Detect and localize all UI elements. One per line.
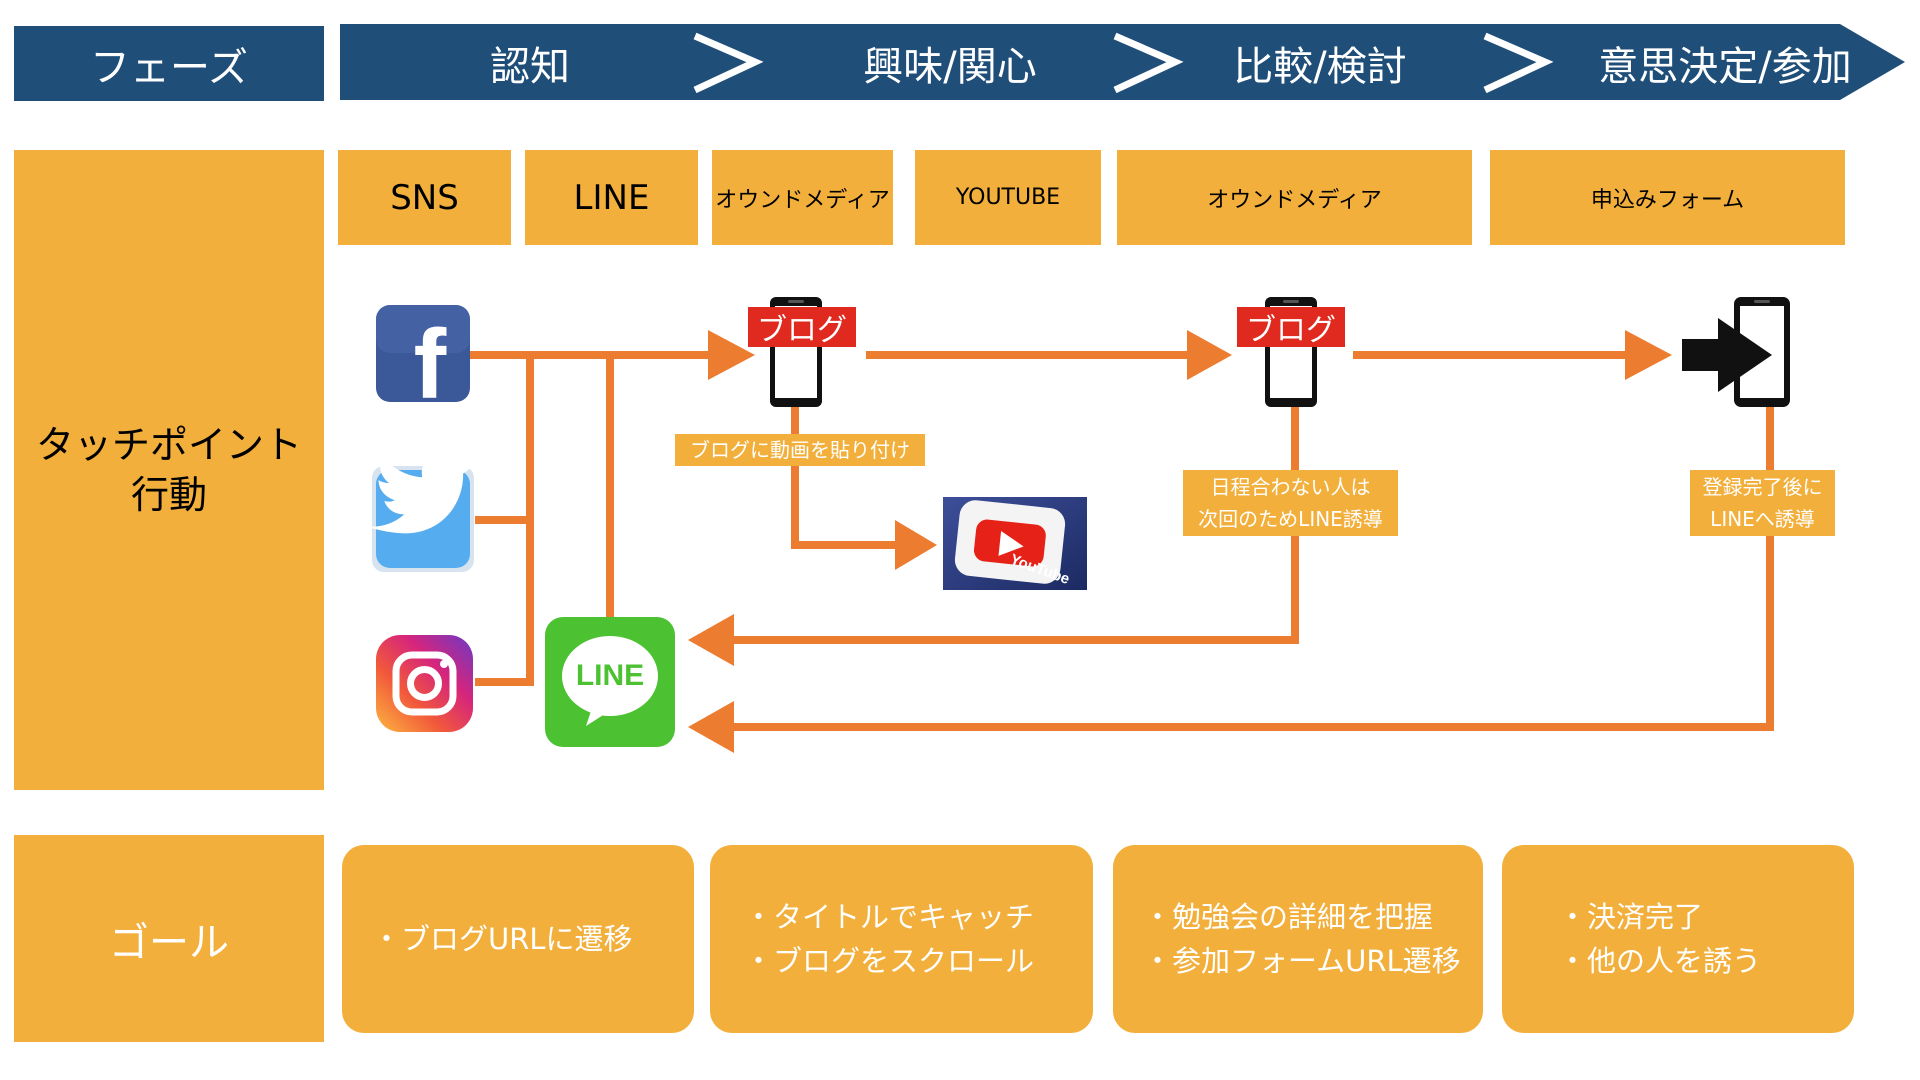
- goal-decision-item-1: ・決済完了: [1558, 900, 1704, 934]
- blog-badge-1: ブログ: [748, 307, 856, 348]
- form-entry-phone-icon: [1682, 297, 1790, 407]
- touchpoint-owned-media-1-text: オウンドメディア: [715, 187, 890, 213]
- arrow-blog1-to-youtube: [791, 405, 900, 549]
- phase-awareness-text: 認知: [490, 44, 570, 90]
- arrowhead-line-1: [688, 614, 734, 666]
- blog-badge-2-text: ブログ: [1246, 313, 1336, 348]
- twitter-icon: [362, 451, 475, 572]
- goal-interest-item-1: ・タイトルでキャッチ: [744, 900, 1035, 934]
- phase-comparison: 比較/検討: [1190, 30, 1450, 96]
- phase-separator-2: [1113, 32, 1184, 94]
- touchpoint-youtube: YOUTUBE: [915, 150, 1101, 245]
- goal-decision: ・決済完了 ・他の人を誘う: [1502, 845, 1854, 1033]
- phase-label-text: フェーズ: [90, 44, 248, 91]
- phase-label: フェーズ: [14, 26, 324, 101]
- arrowhead-line-2: [688, 701, 734, 753]
- line-logo-label: LINE: [575, 659, 645, 692]
- phase-separator-1: [693, 32, 764, 94]
- note-embed-video: ブログに動画を貼り付け: [675, 434, 925, 466]
- blog-badge-2: ブログ: [1237, 307, 1345, 348]
- touchpoint-label-line2: 行動: [130, 473, 207, 517]
- phase-interest-text: 興味/関心: [863, 44, 1037, 90]
- touchpoint-application-form-text: 申込みフォーム: [1590, 187, 1745, 213]
- phase-comparison-text: 比較/検討: [1233, 44, 1407, 90]
- phase-separator-3: [1483, 32, 1554, 94]
- touchpoint-application-form: 申込みフォーム: [1490, 150, 1845, 245]
- note-schedule: 日程合わない人は 次回のためLINE誘導: [1183, 470, 1398, 536]
- arrowhead-blog1: [708, 330, 755, 380]
- note-schedule-line1: 日程合わない人は: [1210, 475, 1371, 499]
- touchpoint-line: LINE: [525, 150, 698, 245]
- goal-interest: ・タイトルでキャッチ ・ブログをスクロール: [710, 845, 1093, 1033]
- arrowhead-blog2: [1187, 330, 1232, 380]
- touchpoint-youtube-text: YOUTUBE: [955, 185, 1061, 210]
- goal-interest-item-2: ・ブログをスクロール: [744, 944, 1035, 978]
- goal-comparison-item-1: ・勉強会の詳細を把握: [1143, 900, 1434, 934]
- facebook-icon: f: [376, 305, 470, 419]
- note-after-register: 登録完了後に LINEへ誘導: [1690, 470, 1835, 536]
- goal-comparison-item-2: ・参加フォームURL遷移: [1143, 944, 1461, 978]
- touchpoint-section-label: タッチポイント 行動: [14, 150, 324, 790]
- touchpoint-owned-media-1: オウンドメディア: [712, 150, 893, 245]
- line-logo-text: LINE: [562, 656, 658, 696]
- phase-arrow-shape: [340, 24, 1905, 100]
- note-after-register-line2: LINEへ誘導: [1710, 507, 1815, 531]
- goal-label-text: ゴール: [109, 919, 229, 966]
- phase-decision-text: 意思決定/参加: [1598, 44, 1852, 90]
- note-after-register-line1: 登録完了後に: [1702, 475, 1823, 499]
- svg-text:f: f: [414, 309, 447, 419]
- goal-section-label: ゴール: [14, 835, 324, 1042]
- note-schedule-line2: 次回のためLINE誘導: [1198, 507, 1383, 531]
- goal-decision-item-2: ・他の人を誘う: [1558, 944, 1762, 978]
- line-app-icon: [545, 617, 675, 747]
- touchpoint-label-line1: タッチポイント: [35, 423, 302, 467]
- goal-comparison: ・勉強会の詳細を把握 ・参加フォームURL遷移: [1113, 845, 1483, 1033]
- touchpoint-line-text: LINE: [573, 177, 650, 218]
- phase-awareness: 認知: [440, 30, 620, 96]
- note-embed-video-text: ブログに動画を貼り付け: [690, 438, 910, 462]
- blog-badge-1-text: ブログ: [757, 313, 847, 348]
- phase-interest: 興味/関心: [820, 30, 1080, 96]
- touchpoint-sns: SNS: [338, 150, 511, 245]
- youtube-icon: [943, 497, 1087, 590]
- touchpoint-owned-media-2-text: オウンドメディア: [1207, 187, 1382, 213]
- phase-decision: 意思決定/参加: [1570, 30, 1880, 96]
- arrowhead-form: [1625, 330, 1672, 380]
- touchpoint-owned-media-2: オウンドメディア: [1117, 150, 1472, 245]
- goal-awareness: ・ブログURLに遷移: [342, 845, 694, 1033]
- instagram-icon: [376, 635, 473, 732]
- touchpoint-sns-text: SNS: [390, 177, 459, 218]
- goal-awareness-item-1: ・ブログURLに遷移: [372, 922, 633, 956]
- arrowhead-youtube: [895, 520, 937, 570]
